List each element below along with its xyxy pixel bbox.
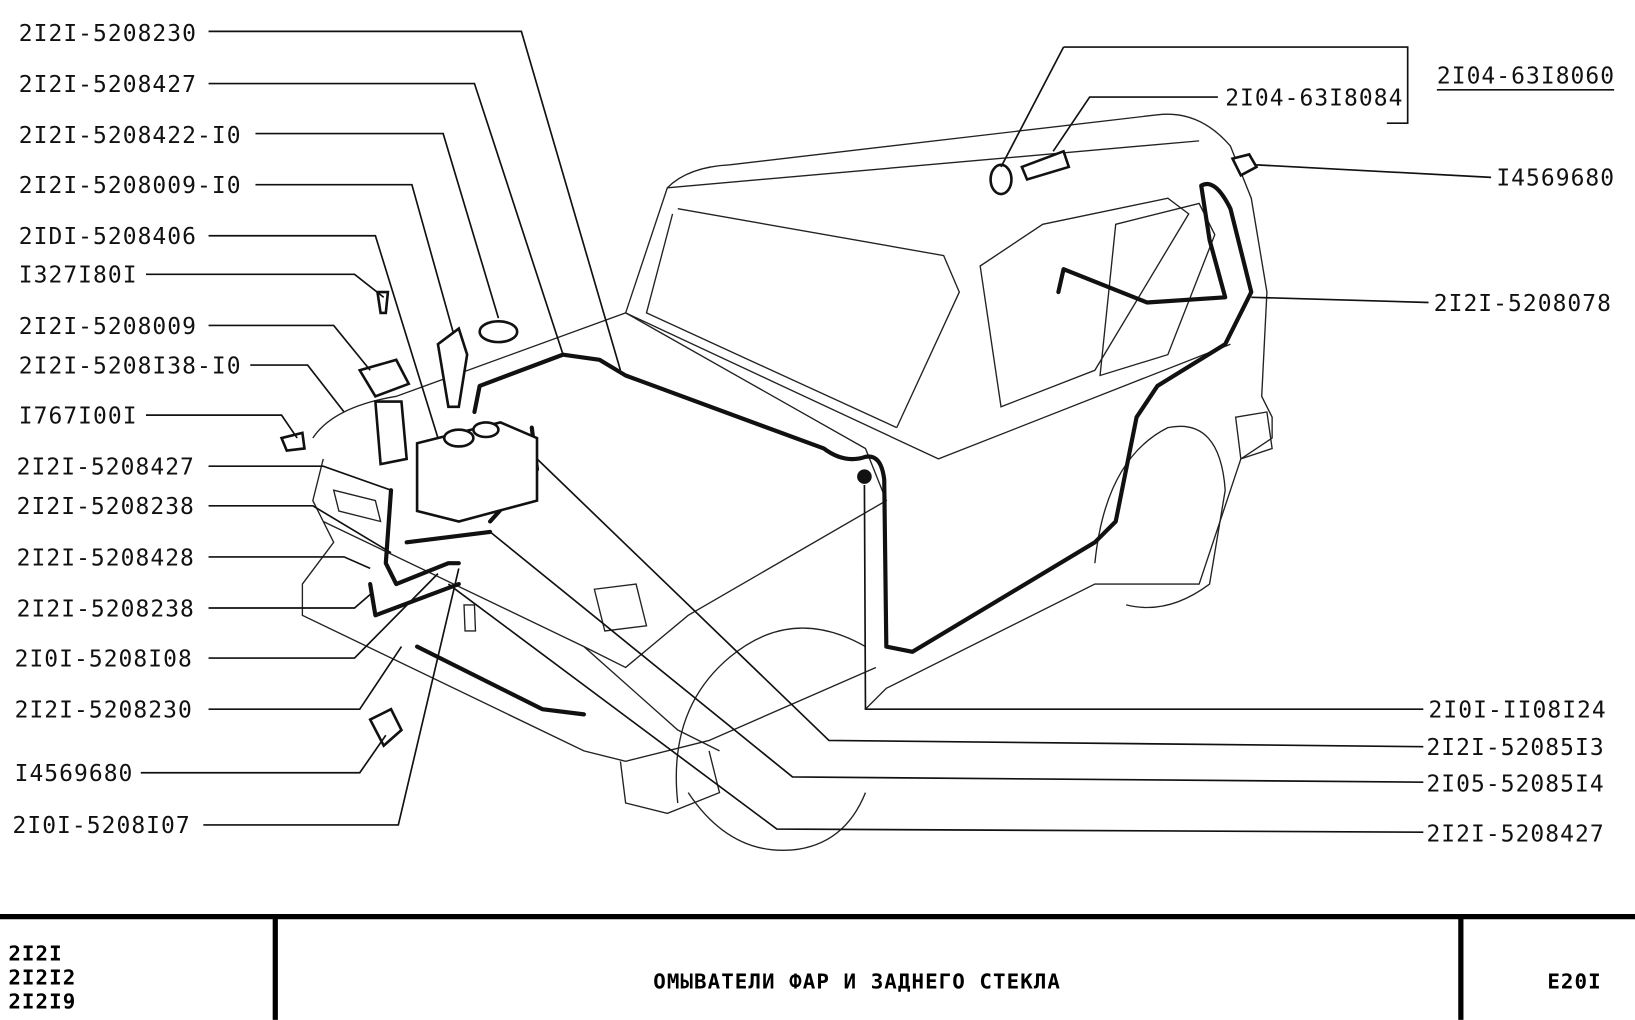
part-label: I767I00I xyxy=(19,403,138,429)
rear-clip xyxy=(1230,152,1259,178)
part-label: 2I2I-5208078 xyxy=(1434,291,1612,317)
part-label: 2I2I-5208238 xyxy=(17,596,195,622)
bracket xyxy=(357,358,411,398)
part-label: 2I2I-5208427 xyxy=(19,72,197,98)
part-group-label: 2I04-63I8060 xyxy=(1437,64,1615,90)
left-part-labels: 2I2I-5208230 2I2I-5208427 2I2I-5208422-I… xyxy=(13,21,242,839)
part-label: 2I05-52085I4 xyxy=(1426,772,1604,798)
sheet-number: E20I xyxy=(1547,970,1601,994)
part-label: I4569680 xyxy=(1496,166,1615,192)
part-label: I4569680 xyxy=(15,761,134,787)
part-label: 2I0I-5208I08 xyxy=(15,646,193,672)
hose-connector xyxy=(857,469,872,484)
part-label: 2IDI-5208406 xyxy=(19,224,197,250)
rear-nozzle xyxy=(1020,149,1071,182)
part-label: 2I2I-5208238 xyxy=(17,494,195,520)
model-code: 2I2I xyxy=(8,941,62,965)
washer-pump xyxy=(436,326,469,409)
right-part-labels: 2I04-63I8060 2I04-63I8084 I4569680 2I2I-… xyxy=(1225,64,1615,848)
part-label: 2I2I-5208I38-I0 xyxy=(19,353,242,379)
grommet xyxy=(989,163,1013,196)
part-label: 2I2I-5208427 xyxy=(1426,822,1604,848)
part-label: 2I2I-5208422-I0 xyxy=(19,123,242,149)
washer-reservoir xyxy=(415,421,539,523)
part-label: 2I0I-II08I24 xyxy=(1429,698,1607,724)
part-label: 2I04-63I8084 xyxy=(1225,85,1403,111)
part-label: 2I2I-52085I3 xyxy=(1426,735,1604,761)
part-label: 2I2I-5208009-I0 xyxy=(19,173,242,199)
part-label: 2I0I-5208I07 xyxy=(13,813,191,839)
part-label: 2I2I-5208230 xyxy=(19,21,197,47)
part-label: 2I2I-5208428 xyxy=(17,545,195,571)
part-label: 2I2I-5208230 xyxy=(15,698,193,724)
reservoir-cap xyxy=(478,319,519,344)
mount-bracket xyxy=(373,400,409,466)
part-label: 2I2I-5208009 xyxy=(19,314,197,340)
model-code: 2I2I2 xyxy=(8,965,76,989)
leader-lines xyxy=(140,30,1492,834)
headlight-nozzle xyxy=(368,707,404,748)
diagram-title: ОМЫВАТЕЛИ ФАР И ЗАДНЕГО СТЕКЛА xyxy=(653,970,1061,994)
screw xyxy=(279,431,306,452)
car-outline xyxy=(301,113,1273,852)
title-block: 2I2I 2I2I2 2I2I9 ОМЫВАТЕЛИ ФАР И ЗАДНЕГО… xyxy=(0,914,1635,1020)
bolt xyxy=(375,290,390,315)
part-label: I327I80I xyxy=(19,263,138,289)
part-label: 2I2I-5208427 xyxy=(17,455,195,481)
model-code: 2I2I9 xyxy=(8,989,76,1013)
